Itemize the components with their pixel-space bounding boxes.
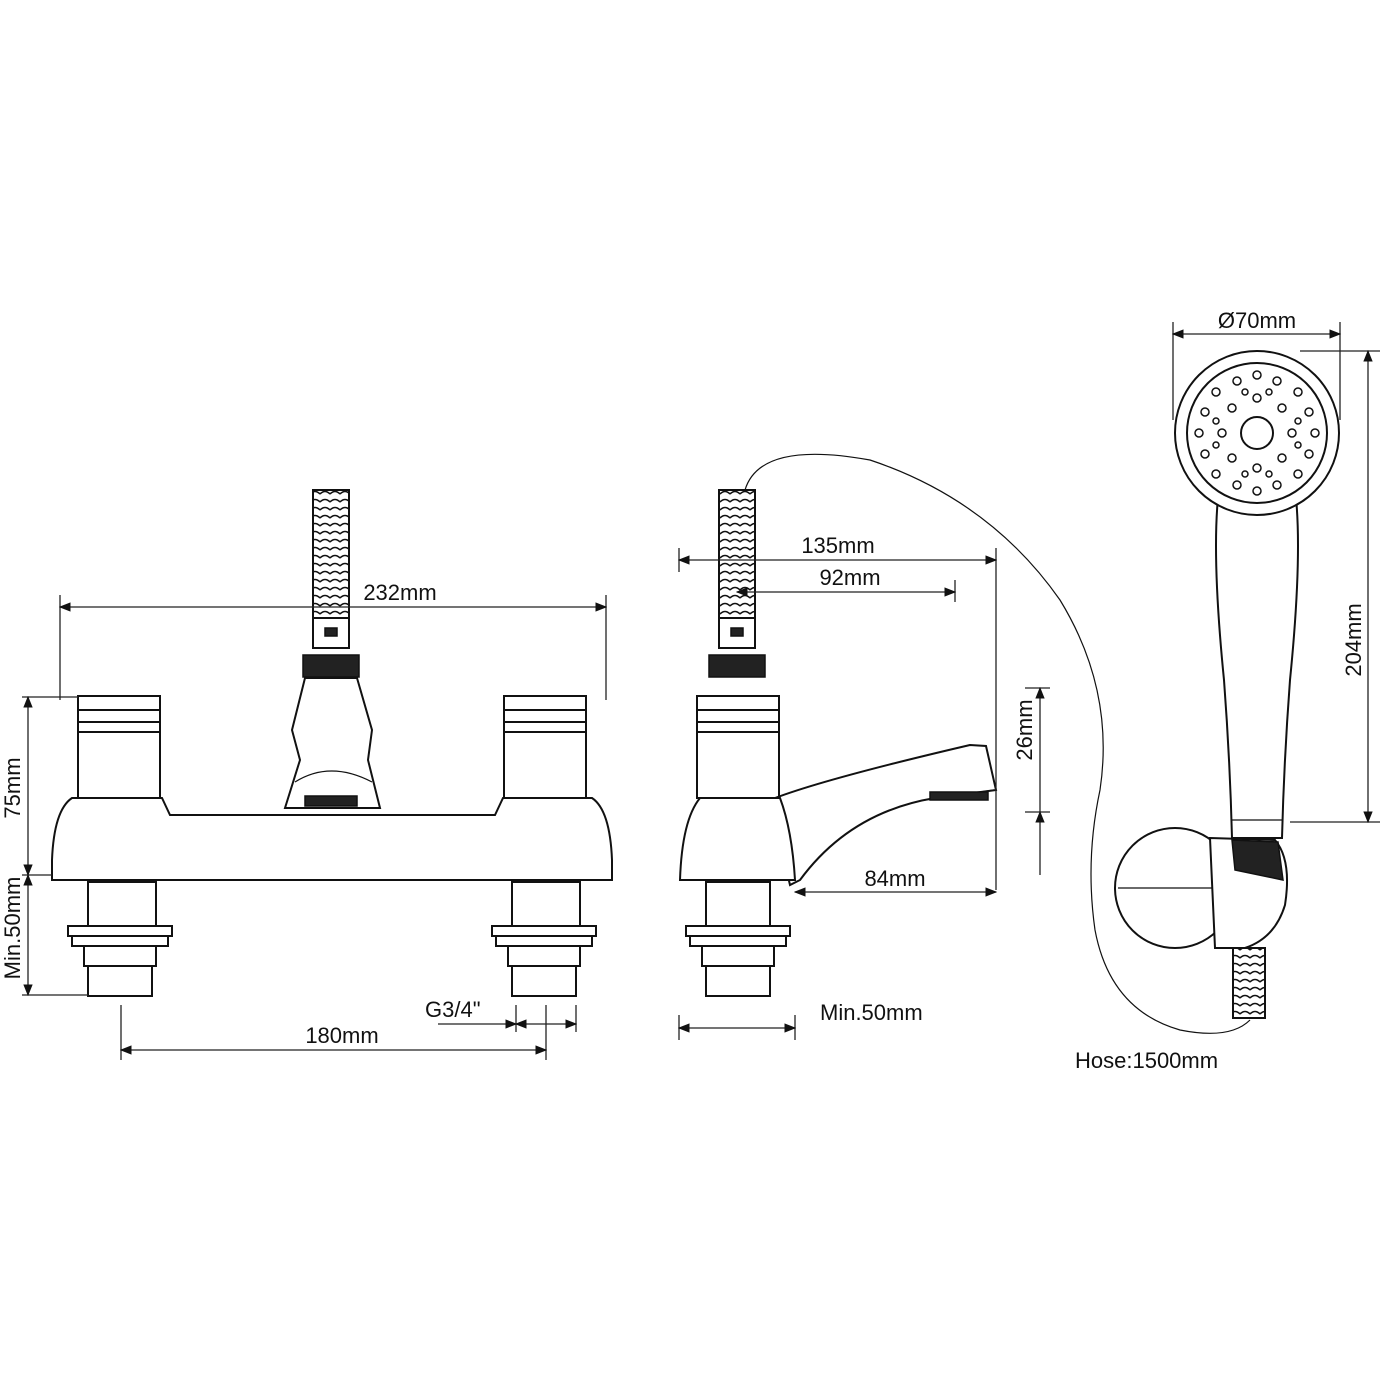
spray-holes [1194,370,1320,496]
label-overall-width: 232mm [363,580,436,605]
label-handset-length: 204mm [1341,603,1366,676]
handset [1114,350,1340,1019]
handset-hose [1232,947,1266,1019]
front-diverter [283,677,382,809]
side-nut [708,654,766,678]
side-body [678,797,797,881]
front-body [51,797,613,881]
label-centres: 180mm [305,1023,378,1048]
hose-loop [744,453,1251,1034]
handset-dimensions: Ø70mm 204mm Hose:1500mm [1075,308,1380,1073]
label-handset-diameter: Ø70mm [1218,308,1296,333]
label-hose-outlet: 92mm [819,565,880,590]
label-spout-reach: 84mm [864,866,925,891]
front-hose-connector [312,617,350,649]
front-left-valve [77,695,161,799]
handset-handle [1215,497,1299,839]
side-hose [718,489,756,621]
front-left-leg [67,881,173,997]
front-right-valve [503,695,587,799]
label-min-deck-left: Min.50mm [0,877,25,980]
front-view [51,489,613,997]
front-right-leg [491,881,597,997]
front-hose [312,489,350,621]
label-spout-projection: 135mm [801,533,874,558]
label-min-deck-side: Min.50mm [820,1000,923,1025]
side-view [678,489,998,997]
label-height: 75mm [0,757,25,818]
front-dimensions: 232mm 75mm Min.50mm 180mm G3/4" [0,580,608,1060]
side-dimensions: 135mm 92mm 84mm 26mm Min.50mm [677,533,1050,1040]
label-thread: G3/4" [425,997,481,1022]
front-nut [302,654,360,678]
label-spout-height: 26mm [1012,699,1037,760]
side-spout [768,743,998,887]
label-hose-length: Hose:1500mm [1075,1048,1218,1073]
